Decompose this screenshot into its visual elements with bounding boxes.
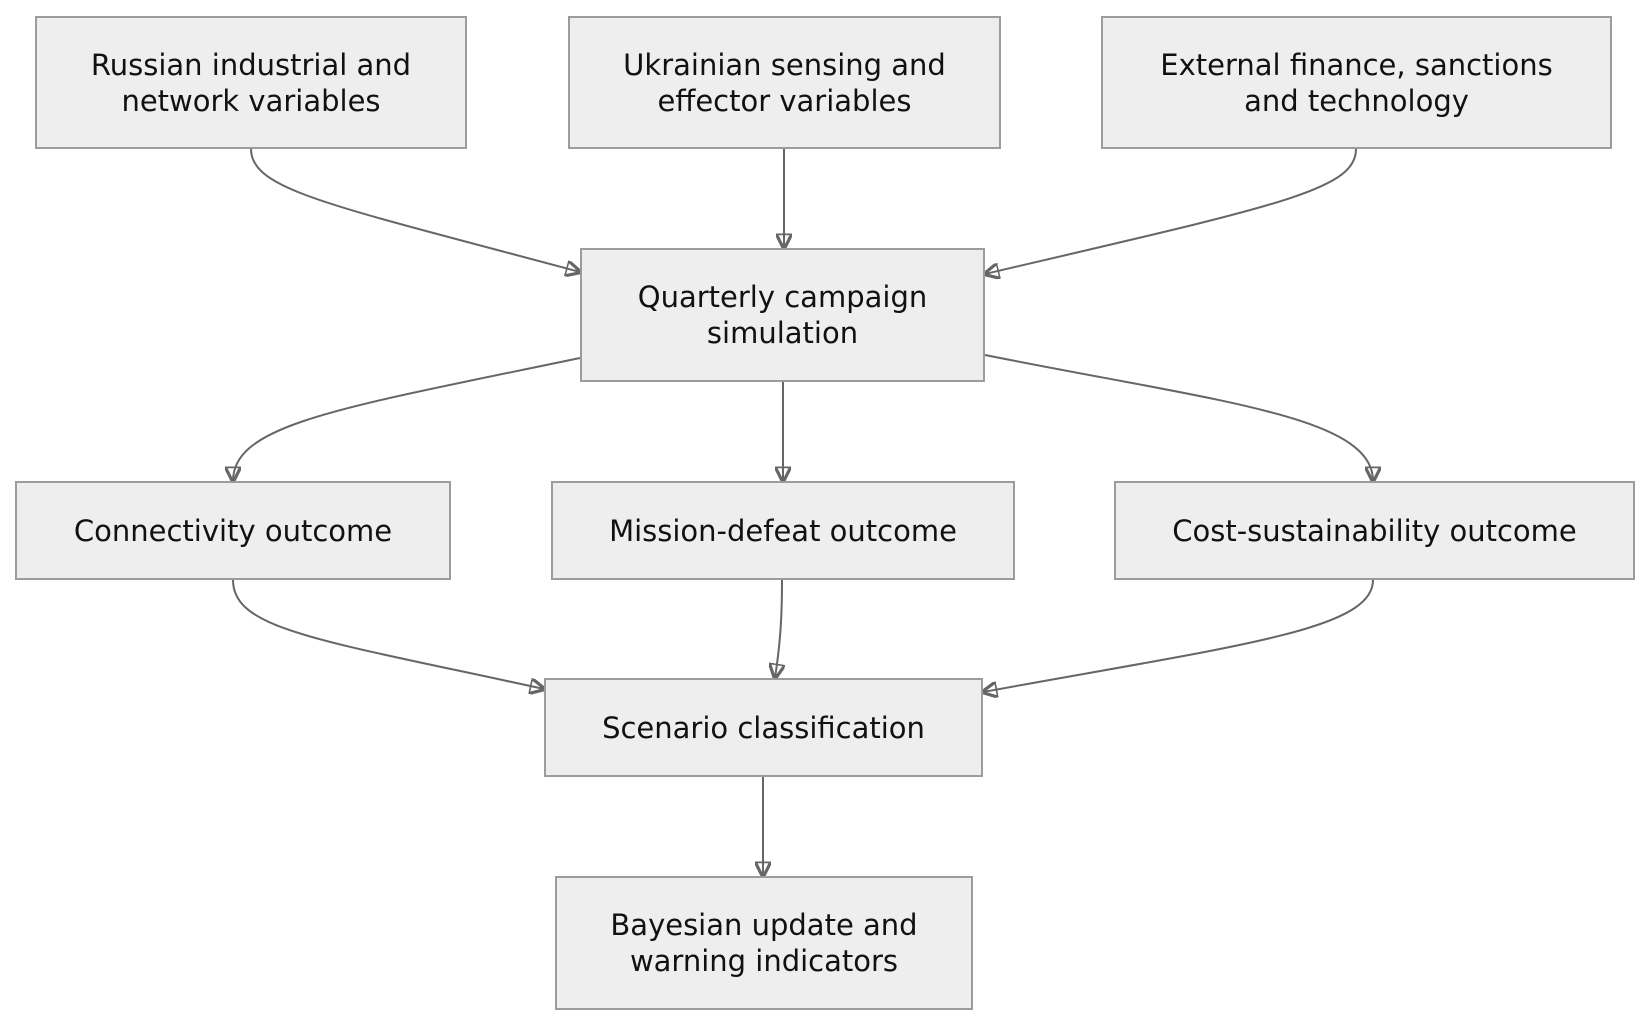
- node-russian-variables: Russian industrial and network variables: [35, 16, 467, 149]
- edge-connectivity-to-scenario: [232, 579, 544, 689]
- node-bayesian-update: Bayesian update and warning indicators: [555, 876, 973, 1010]
- edge-simulation-to-connectivity: [233, 357, 581, 481]
- node-scenario-classification: Scenario classification: [544, 678, 983, 777]
- node-ukrainian-variables: Ukrainian sensing and effector variables: [568, 16, 1001, 149]
- node-connectivity-outcome: Connectivity outcome: [15, 481, 451, 580]
- node-cost-sustainability-outcome: Cost-sustainability outcome: [1114, 481, 1635, 580]
- edge-russian-to-simulation: [250, 148, 580, 272]
- edge-external-to-simulation: [985, 148, 1357, 274]
- node-mission-defeat-outcome: Mission-defeat outcome: [551, 481, 1015, 580]
- edge-simulation-to-cost: [984, 354, 1373, 481]
- edge-cost-to-scenario: [983, 579, 1374, 692]
- node-external-finance: External finance, sanctions and technolo…: [1101, 16, 1612, 149]
- edge-mission-to-scenario: [775, 579, 782, 678]
- node-campaign-simulation: Quarterly campaign simulation: [580, 248, 985, 382]
